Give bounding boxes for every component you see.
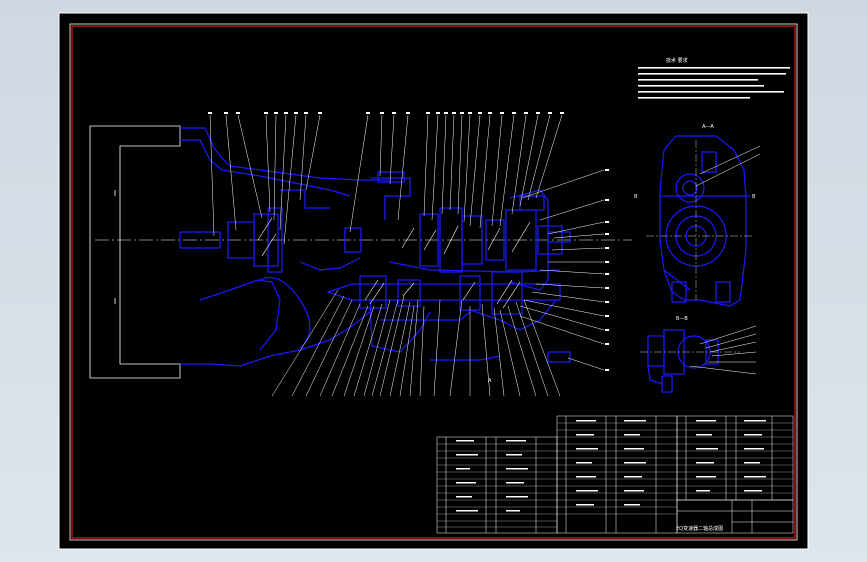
tech-requirements-heading: 技术 要求 xyxy=(666,57,688,64)
leader-lines-bottom xyxy=(271,289,561,397)
table-text-marks xyxy=(456,420,766,512)
section-bb-view xyxy=(647,329,719,393)
title-block-name: EQ变速器二轴总成图 xyxy=(676,525,723,532)
view-mark-b-right: B xyxy=(752,194,756,200)
title-block xyxy=(676,499,794,534)
section-bb-label: B—B xyxy=(676,316,688,322)
parts-list-left xyxy=(436,436,558,534)
parts-list-middle-rows xyxy=(557,422,677,515)
leader-lines-right xyxy=(519,169,605,371)
outer-frame xyxy=(58,12,809,550)
drawing-sheet xyxy=(59,13,808,549)
bb-view-leaders xyxy=(689,325,757,375)
parts-list-right-rows xyxy=(677,422,793,494)
inner-frame xyxy=(69,23,798,541)
view-mark-a: A xyxy=(488,378,492,384)
leader-lines-top xyxy=(209,114,563,245)
parts-list-middle xyxy=(556,415,678,534)
section-hatching xyxy=(257,217,531,309)
view-mark-b-left: B xyxy=(634,194,638,200)
aa-view-leaders xyxy=(695,145,761,187)
gearbox-assembly xyxy=(179,127,571,367)
tech-requirements-lines xyxy=(638,67,790,99)
parts-list-left-rows xyxy=(437,443,557,528)
red-border xyxy=(71,25,796,539)
section-aa-label: A—A xyxy=(702,124,714,130)
balloon-marks xyxy=(208,112,609,371)
section-aa-view xyxy=(659,135,750,307)
bell-housing-outline xyxy=(89,125,181,379)
